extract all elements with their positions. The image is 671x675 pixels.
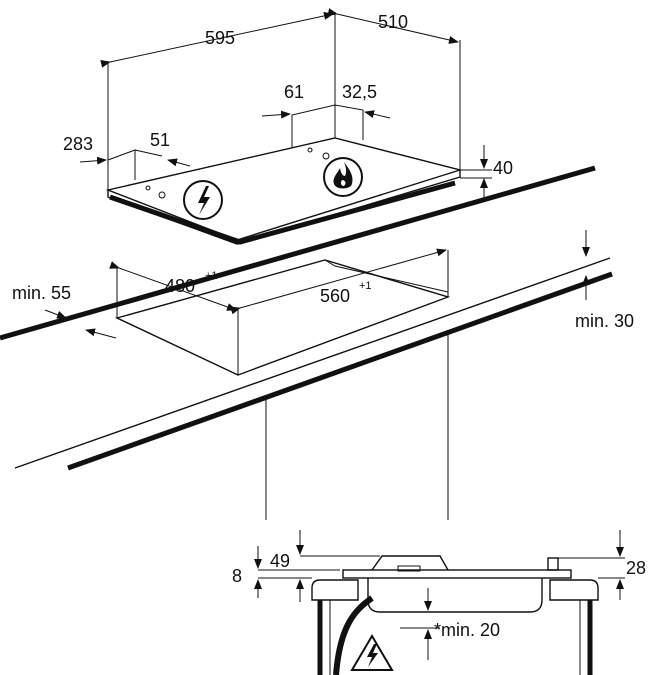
dim-510-label: 510 bbox=[378, 12, 408, 32]
dim-480-label: 480 bbox=[165, 276, 195, 296]
dim-51-label: 51 bbox=[150, 130, 170, 150]
dim-61-label: 61 bbox=[284, 82, 304, 102]
section-clearance-label: *min. 20 bbox=[434, 620, 500, 640]
dim-32-5-label: 32,5 bbox=[342, 82, 377, 102]
gas-flame-icon bbox=[323, 157, 363, 197]
hob-top-view bbox=[79, 8, 492, 245]
section-dim-8-label: 8 bbox=[232, 566, 242, 586]
dim-560-label: 560 bbox=[320, 286, 350, 306]
dim-40-label: 40 bbox=[493, 158, 513, 178]
min-55-label: min. 55 bbox=[12, 283, 71, 303]
dim-480-tol-label: +1 bbox=[205, 270, 218, 282]
section-dim-49-label: 49 bbox=[270, 551, 290, 571]
electric-warning-icon bbox=[183, 180, 223, 220]
electric-hazard-icon bbox=[350, 634, 394, 671]
min-30-label: min. 30 bbox=[575, 311, 634, 331]
section-view bbox=[254, 530, 625, 675]
section-dim-28-label: 28 bbox=[626, 558, 646, 578]
dim-283-label: 283 bbox=[63, 134, 93, 154]
dim-560-tol-label: +1 bbox=[359, 280, 372, 292]
dim-595-label: 595 bbox=[205, 28, 235, 48]
worktop bbox=[0, 165, 613, 520]
